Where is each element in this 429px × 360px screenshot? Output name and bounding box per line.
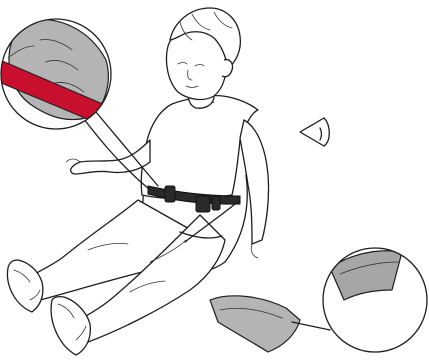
left-arm bbox=[66, 140, 150, 174]
torso-shirt bbox=[141, 96, 258, 199]
right-arm bbox=[240, 120, 269, 258]
eye-icon bbox=[300, 118, 329, 146]
right-shoe bbox=[51, 297, 90, 355]
child-head bbox=[166, 8, 240, 99]
foot-wedge bbox=[210, 296, 300, 352]
magnifier-wedge-detail bbox=[323, 248, 427, 352]
magnifier-strap-detail bbox=[0, 19, 112, 129]
left-shoe bbox=[7, 260, 42, 312]
